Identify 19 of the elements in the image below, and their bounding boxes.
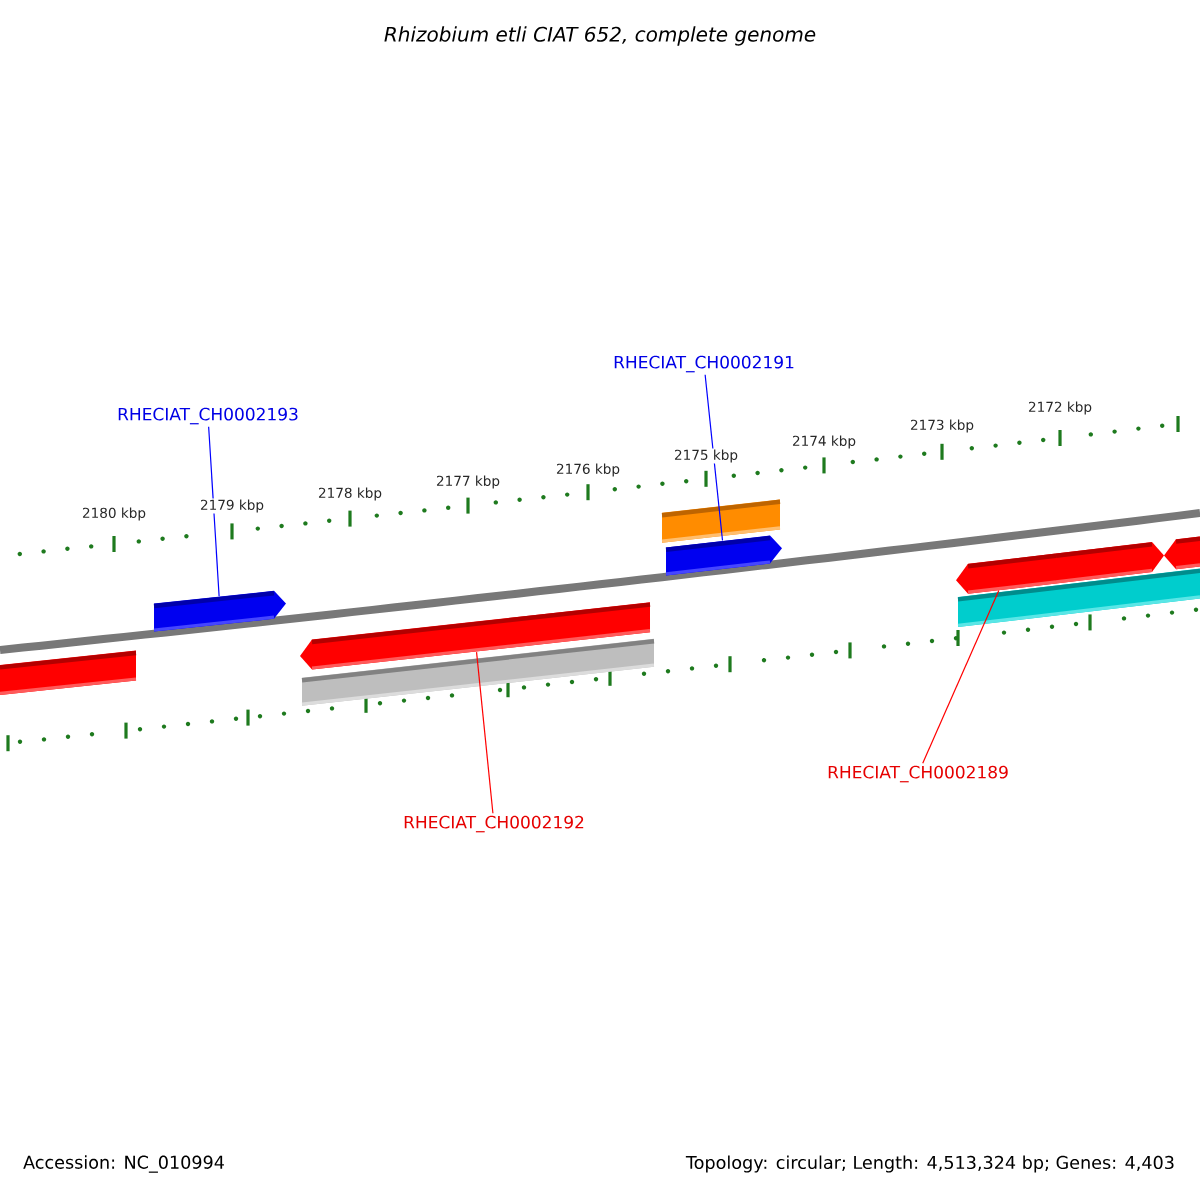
title: Rhizobium etli CIAT 652, complete genome — [384, 26, 816, 46]
gene-bar — [1164, 536, 1200, 570]
footer-text: Topology: circular; Length: 4,513,324 bp; Genes: 4,403 — [685, 1155, 1174, 1173]
gene-bar — [957, 568, 1200, 627]
gene-label: RHECIAT_CH0002189 — [828, 765, 1008, 783]
gene-bar — [661, 499, 781, 543]
leader-line — [208, 426, 220, 597]
gene-bar — [665, 535, 782, 576]
gene-bar — [153, 590, 286, 632]
leader-line — [922, 589, 1000, 764]
gene-label: RHECIAT_CH0002191 — [614, 355, 794, 373]
gene-bar — [956, 553, 1057, 594]
leader-line — [475, 651, 494, 814]
gene-label: RHECIAT_CH0002193 — [118, 407, 298, 425]
footer-text: Accession: NC_010994 — [23, 1155, 224, 1173]
gene-bar — [0, 650, 137, 695]
gene-bar — [301, 638, 655, 706]
leader-line — [704, 374, 724, 542]
gene-label: RHECIAT_CH0002192 — [404, 815, 584, 833]
